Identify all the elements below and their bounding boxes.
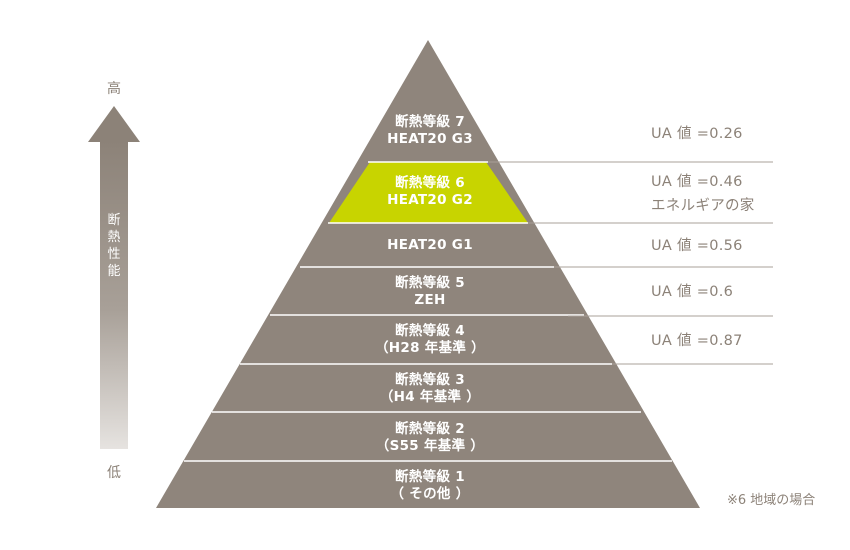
ua-value-level-4: UA 値 =0.87 [651,331,743,351]
region-note: ※6 地域の場合 [727,493,816,508]
ua-value-level-6: UA 値 =0.46 エネルギアの家 [651,172,755,216]
level-3-title: 断熱等級 3 [395,372,465,388]
level-1-label: 断熱等級 1 （ その他 ） [310,469,550,503]
level-2-title: 断熱等級 2 [395,421,465,437]
ua-value-level-5: UA 値 =0.6 [651,282,733,302]
ua-value-g1: UA 値 =0.56 [651,236,743,256]
ua-value-text: UA 値 =0.26 [651,126,743,142]
level-1-subtitle: （ その他 ） [390,486,470,502]
level-5-subtitle: ZEH [414,292,446,308]
axis-title: 断熱性能 [107,213,121,279]
axis-high-label: 高 [107,81,121,97]
ua-value-note: エネルギアの家 [651,198,755,214]
level-g1-title: HEAT20 G1 [387,237,473,253]
ua-connectors [488,161,773,365]
level-g1-label: HEAT20 G1 [310,237,550,254]
level-3-subtitle: （H4 年基準 ） [379,389,481,405]
level-2-subtitle: （S55 年基準 ） [375,438,485,454]
ua-value-text: UA 値 =0.46 [651,174,743,190]
level-7-title: 断熱等級 7 [395,114,465,130]
highlight-band [329,162,528,223]
band-dividers [184,161,672,462]
level-6-label: 断熱等級 6 HEAT20 G2 [310,175,550,209]
pyramid [156,40,700,508]
level-2-label: 断熱等級 2 （S55 年基準 ） [310,421,550,455]
level-7-subtitle: HEAT20 G3 [387,131,473,147]
level-4-title: 断熱等級 4 [395,323,465,339]
level-5-label: 断熱等級 5 ZEH [310,275,550,309]
ua-value-level-7: UA 値 =0.26 [651,124,743,144]
level-6-title: 断熱等級 6 [395,175,465,191]
level-4-subtitle: （H28 年基準 ） [375,340,485,356]
axis-low-label: 低 [107,465,121,481]
level-4-label: 断熱等級 4 （H28 年基準 ） [310,323,550,357]
ua-value-text: UA 値 =0.87 [651,333,743,349]
level-3-label: 断熱等級 3 （H4 年基準 ） [310,372,550,406]
level-1-title: 断熱等級 1 [395,469,465,485]
ua-value-text: UA 値 =0.56 [651,238,743,254]
ua-value-text: UA 値 =0.6 [651,284,734,300]
performance-arrow [88,106,140,449]
level-6-subtitle: HEAT20 G2 [387,192,473,208]
level-5-title: 断熱等級 5 [395,275,465,291]
level-7-label: 断熱等級 7 HEAT20 G3 [310,114,550,148]
